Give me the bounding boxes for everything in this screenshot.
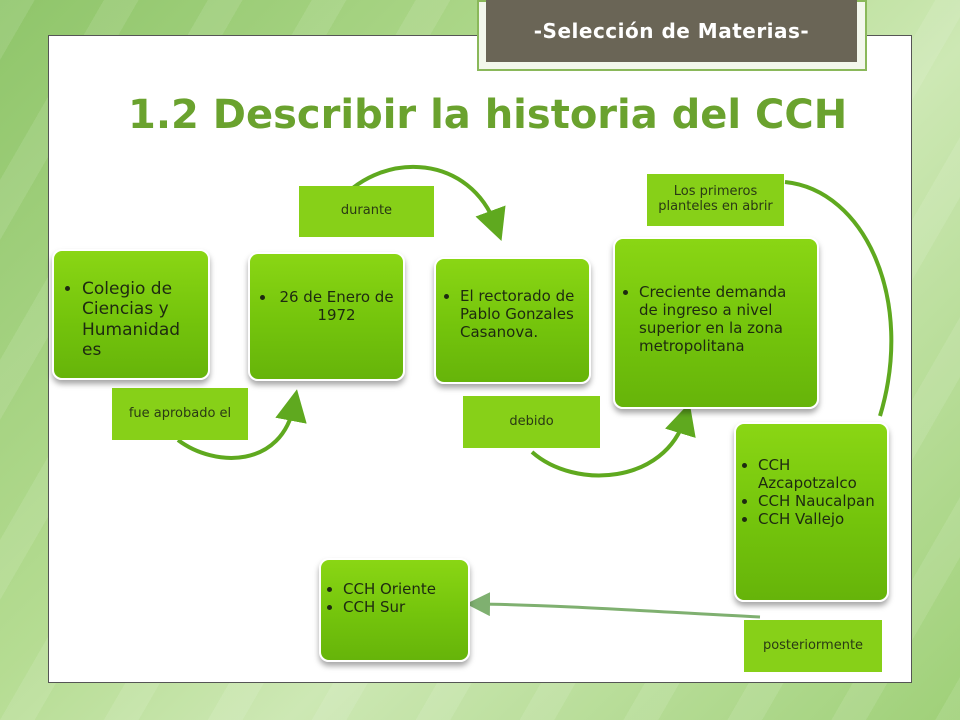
node-fecha-item: 26 de Enero de 1972 bbox=[276, 288, 397, 324]
slide-title: 1.2 Describir la historia del CCH bbox=[128, 92, 848, 138]
node-planteles-norte: CCH Azcapotzalco CCH Naucalpan CCH Valle… bbox=[734, 422, 889, 602]
arrow-n3-n4 bbox=[530, 402, 696, 478]
arrow-n5-n6 bbox=[466, 592, 761, 619]
arrow-n2-n3 bbox=[338, 164, 506, 242]
node-planteles-sur-item: CCH Sur bbox=[343, 598, 462, 616]
node-colegio-item: Colegio de Ciencias y Humanidad es bbox=[82, 279, 202, 361]
node-rectorado-item: El rectorado de Pablo Gonzales Casanova. bbox=[460, 287, 583, 341]
node-demanda-item: Creciente demanda de ingreso a nivel sup… bbox=[639, 283, 809, 355]
connector-label-planteles: Los primeros planteles en abrir bbox=[647, 174, 784, 226]
node-colegio: Colegio de Ciencias y Humanidad es bbox=[52, 249, 210, 380]
connector-label-posteriormente: posteriormente bbox=[744, 620, 882, 672]
node-planteles-norte-item: CCH Vallejo bbox=[758, 510, 883, 528]
connector-label-aprobado: fue aprobado el bbox=[112, 388, 248, 440]
node-planteles-sur: CCH Oriente CCH Sur bbox=[319, 558, 470, 662]
connector-label-debido: debido bbox=[463, 396, 600, 448]
node-fecha: 26 de Enero de 1972 bbox=[248, 252, 405, 381]
arrow-n1-n2 bbox=[176, 389, 307, 460]
node-planteles-norte-item: CCH Naucalpan bbox=[758, 492, 883, 510]
node-demanda: Creciente demanda de ingreso a nivel sup… bbox=[613, 237, 819, 409]
section-tag: -Selección de Materias- bbox=[486, 0, 857, 62]
node-planteles-sur-item: CCH Oriente bbox=[343, 580, 462, 598]
node-rectorado: El rectorado de Pablo Gonzales Casanova. bbox=[434, 257, 591, 384]
connector-label-durante: durante bbox=[299, 186, 434, 237]
node-planteles-norte-item: CCH Azcapotzalco bbox=[758, 456, 883, 492]
arrow-n4-n5 bbox=[784, 180, 894, 417]
